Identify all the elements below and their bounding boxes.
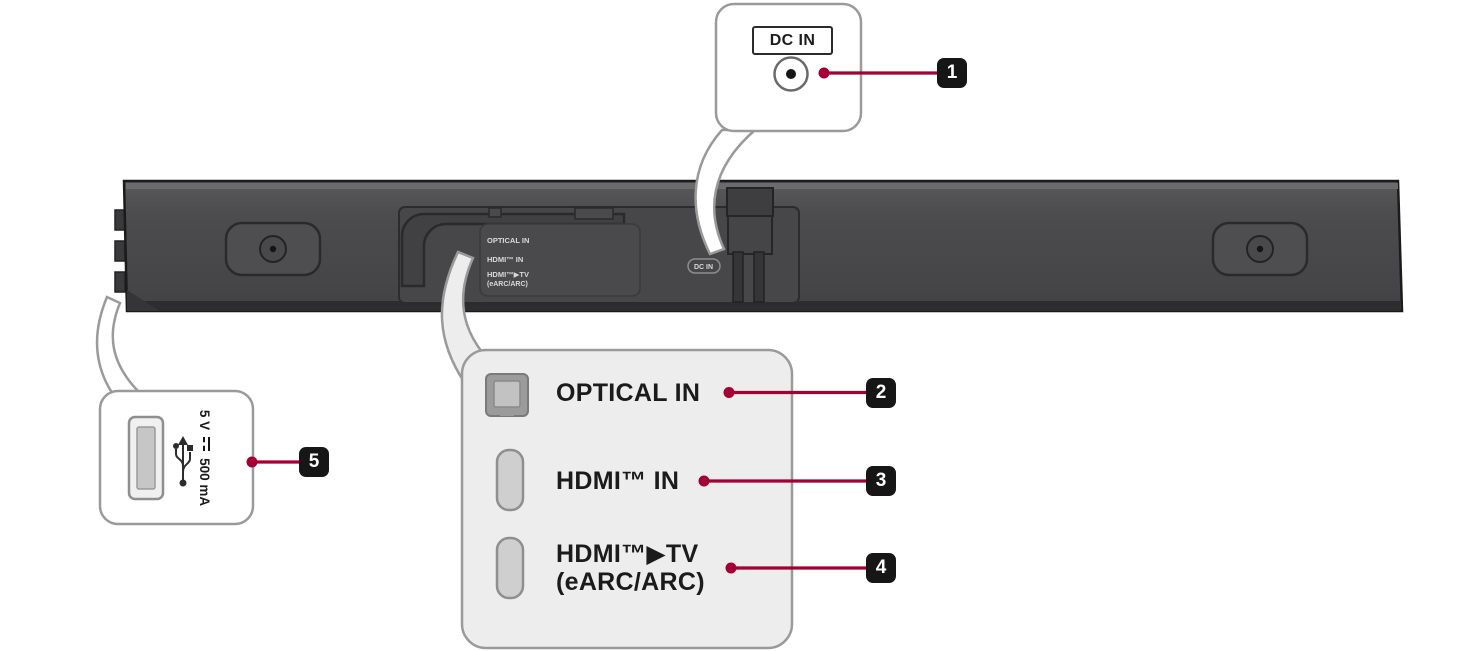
ports-callout-box [460, 348, 794, 650]
bar-label-hdmi-in: HDMI™ IN [487, 255, 523, 264]
callout-line-2 [723, 387, 868, 398]
usb-trident-icon [173, 436, 193, 487]
usb-port-icon [127, 415, 165, 501]
left-bracket-slot [224, 221, 322, 277]
cable-channel [400, 212, 626, 288]
hdmi-tv-port-icon [495, 536, 525, 600]
soundbar-rear-view: OPTICAL IN HDMI™ IN HDMI™▶TV (eARC/ARC) … [114, 179, 1404, 313]
connection-panel: OPTICAL IN HDMI™ IN HDMI™▶TV (eARC/ARC) … [398, 206, 800, 304]
callout-line-1 [818, 67, 940, 79]
soundbar-bottom-edge [127, 301, 1400, 311]
right-bracket-slot [1211, 221, 1309, 277]
callout-line-5 [246, 456, 301, 468]
optical-port-icon [485, 373, 529, 417]
bar-label-hdmi-tv: HDMI™▶TV [487, 270, 529, 279]
right-screw-hole-icon [1256, 245, 1264, 253]
callout-line-4 [725, 562, 868, 574]
bar-dc-pill [687, 258, 721, 274]
bar-label-dc: DC IN [694, 264, 713, 271]
dc-callout-tail [694, 128, 759, 256]
hdmi-in-port-icon [495, 448, 525, 512]
soundbar-top-edge [126, 183, 1398, 189]
left-screw-hole-icon [269, 245, 277, 253]
dc-connector-icon [773, 56, 809, 92]
bar-label-hdmi-tv2: (eARC/ARC) [487, 281, 528, 288]
dc-cable-clip [726, 187, 774, 303]
soundbar-left-tabs [114, 209, 126, 293]
callout-line-3 [698, 475, 868, 487]
bar-label-optical: OPTICAL IN [487, 236, 529, 245]
usb-callout-tail [95, 295, 147, 398]
